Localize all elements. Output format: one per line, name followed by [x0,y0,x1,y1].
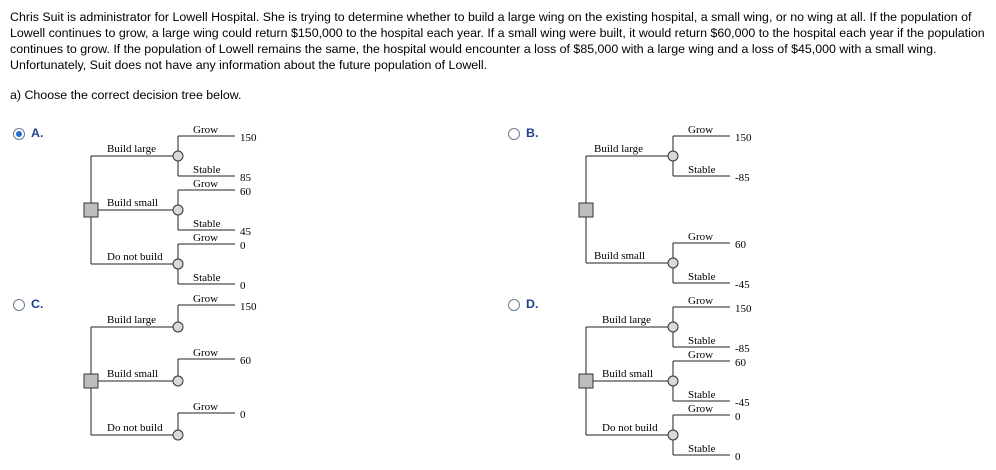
payoff-value: -45 [735,279,750,291]
option-b-radio[interactable] [508,128,520,140]
chance-node [172,150,184,162]
outcome-label: Stable [688,443,716,455]
decision-branch-label: Build large [602,314,651,326]
outcome-label: Grow [688,231,713,243]
decision-branch-label: Do not build [602,422,658,434]
outcome-label: Grow [688,295,713,307]
option-c-label[interactable]: C. [31,297,44,311]
outcome-label: Grow [193,347,218,359]
payoff-value: 85 [240,172,252,184]
decision-branch-label: Build small [107,368,158,380]
outcome-label: Grow [688,349,713,361]
payoff-value: -85 [735,172,750,184]
option-d-radio[interactable] [508,299,520,311]
decision-node [83,202,99,218]
option-a-radio[interactable] [13,128,25,140]
payoff-value: -85 [735,343,750,355]
outcome-label: Stable [688,335,716,347]
chance-node [667,257,679,269]
payoff-value: 60 [735,357,747,369]
outcome-label: Stable [688,164,716,176]
decision-node [578,202,594,218]
outcome-label: Grow [688,403,713,415]
payoff-value: 0 [735,451,741,463]
option-c-radio[interactable] [13,299,25,311]
outcome-label: Grow [193,178,218,190]
payoff-value: 150 [735,132,752,144]
decision-branch-label: Do not build [107,251,163,263]
decision-branch-label: Build small [602,368,653,380]
chance-node [172,429,184,441]
payoff-value: 150 [240,301,257,313]
chance-node [667,150,679,162]
decision-node [578,373,594,389]
decision-branch-label: Build large [107,143,156,155]
payoff-value: -45 [735,397,750,409]
chance-node [172,321,184,333]
chance-node [172,204,184,216]
outcome-label: Stable [193,164,221,176]
outcome-label: Grow [193,232,218,244]
payoff-value: 0 [735,411,741,423]
payoff-value: 0 [240,280,246,292]
decision-branch-label: Build small [107,197,158,209]
payoff-value: 45 [240,226,252,238]
question-prompt: a) Choose the correct decision tree belo… [10,88,242,102]
outcome-label: Stable [688,271,716,283]
option-a-label[interactable]: A. [31,126,44,140]
payoff-value: 60 [735,239,747,251]
problem-statement: Chris Suit is administrator for Lowell H… [10,10,985,72]
outcome-label: Grow [193,401,218,413]
decision-branch-label: Build large [594,143,643,155]
chance-node [172,258,184,270]
decision-node [83,373,99,389]
chance-node [667,429,679,441]
chance-node [667,321,679,333]
outcome-label: Grow [688,124,713,136]
decision-branch-label: Build small [594,250,645,262]
outcome-label: Grow [193,124,218,136]
decision-branch-label: Build large [107,314,156,326]
payoff-value: 150 [735,303,752,315]
decision-branch-label: Do not build [107,422,163,434]
option-b-label[interactable]: B. [526,126,539,140]
outcome-label: Stable [193,218,221,230]
outcome-label: Grow [193,293,218,305]
payoff-value: 150 [240,132,257,144]
payoff-value: 60 [240,186,252,198]
chance-node [667,375,679,387]
chance-node [172,375,184,387]
outcome-label: Stable [193,272,221,284]
payoff-value: 60 [240,355,252,367]
outcome-label: Stable [688,389,716,401]
payoff-value: 0 [240,409,246,421]
payoff-value: 0 [240,240,246,252]
option-d-label[interactable]: D. [526,297,539,311]
